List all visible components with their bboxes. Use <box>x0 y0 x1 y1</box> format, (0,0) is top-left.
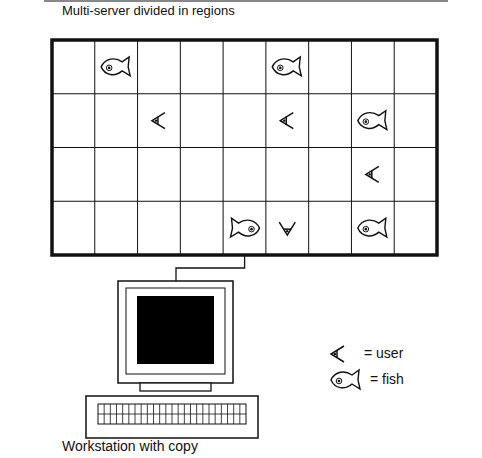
fish-symbol <box>358 111 387 130</box>
user-symbol <box>366 166 379 182</box>
diagram-title: Multi-server divided in regions <box>62 4 235 19</box>
monitor <box>118 281 233 383</box>
fish-symbol <box>231 218 260 237</box>
workstation-label: Workstation with copy <box>62 438 198 454</box>
cable <box>176 256 245 281</box>
grid-line <box>52 201 437 202</box>
monitor-stand <box>140 383 211 391</box>
keyboard-key-lines <box>98 404 246 424</box>
fish-symbol <box>101 57 130 76</box>
user-symbol <box>152 113 165 129</box>
legend-user-symbol <box>331 346 344 362</box>
legend-text: = user <box>364 345 403 361</box>
legend-text: = fish <box>370 371 404 387</box>
monitor-screen <box>137 296 214 364</box>
fish-symbol <box>358 218 387 237</box>
fish-symbol <box>272 57 301 76</box>
top-rule <box>44 1 448 2</box>
grid-border <box>52 40 437 255</box>
user-symbol <box>279 222 295 235</box>
key-line <box>98 414 246 415</box>
legend-fish-symbol <box>331 370 360 389</box>
region-grid <box>52 40 437 255</box>
keyboard-keys <box>98 404 246 424</box>
grid-symbols <box>101 57 387 237</box>
monitor-bezel <box>126 288 225 374</box>
keyboard <box>86 396 258 438</box>
user-symbol <box>280 113 293 129</box>
grid-line <box>52 93 437 94</box>
grid-line <box>52 147 437 148</box>
